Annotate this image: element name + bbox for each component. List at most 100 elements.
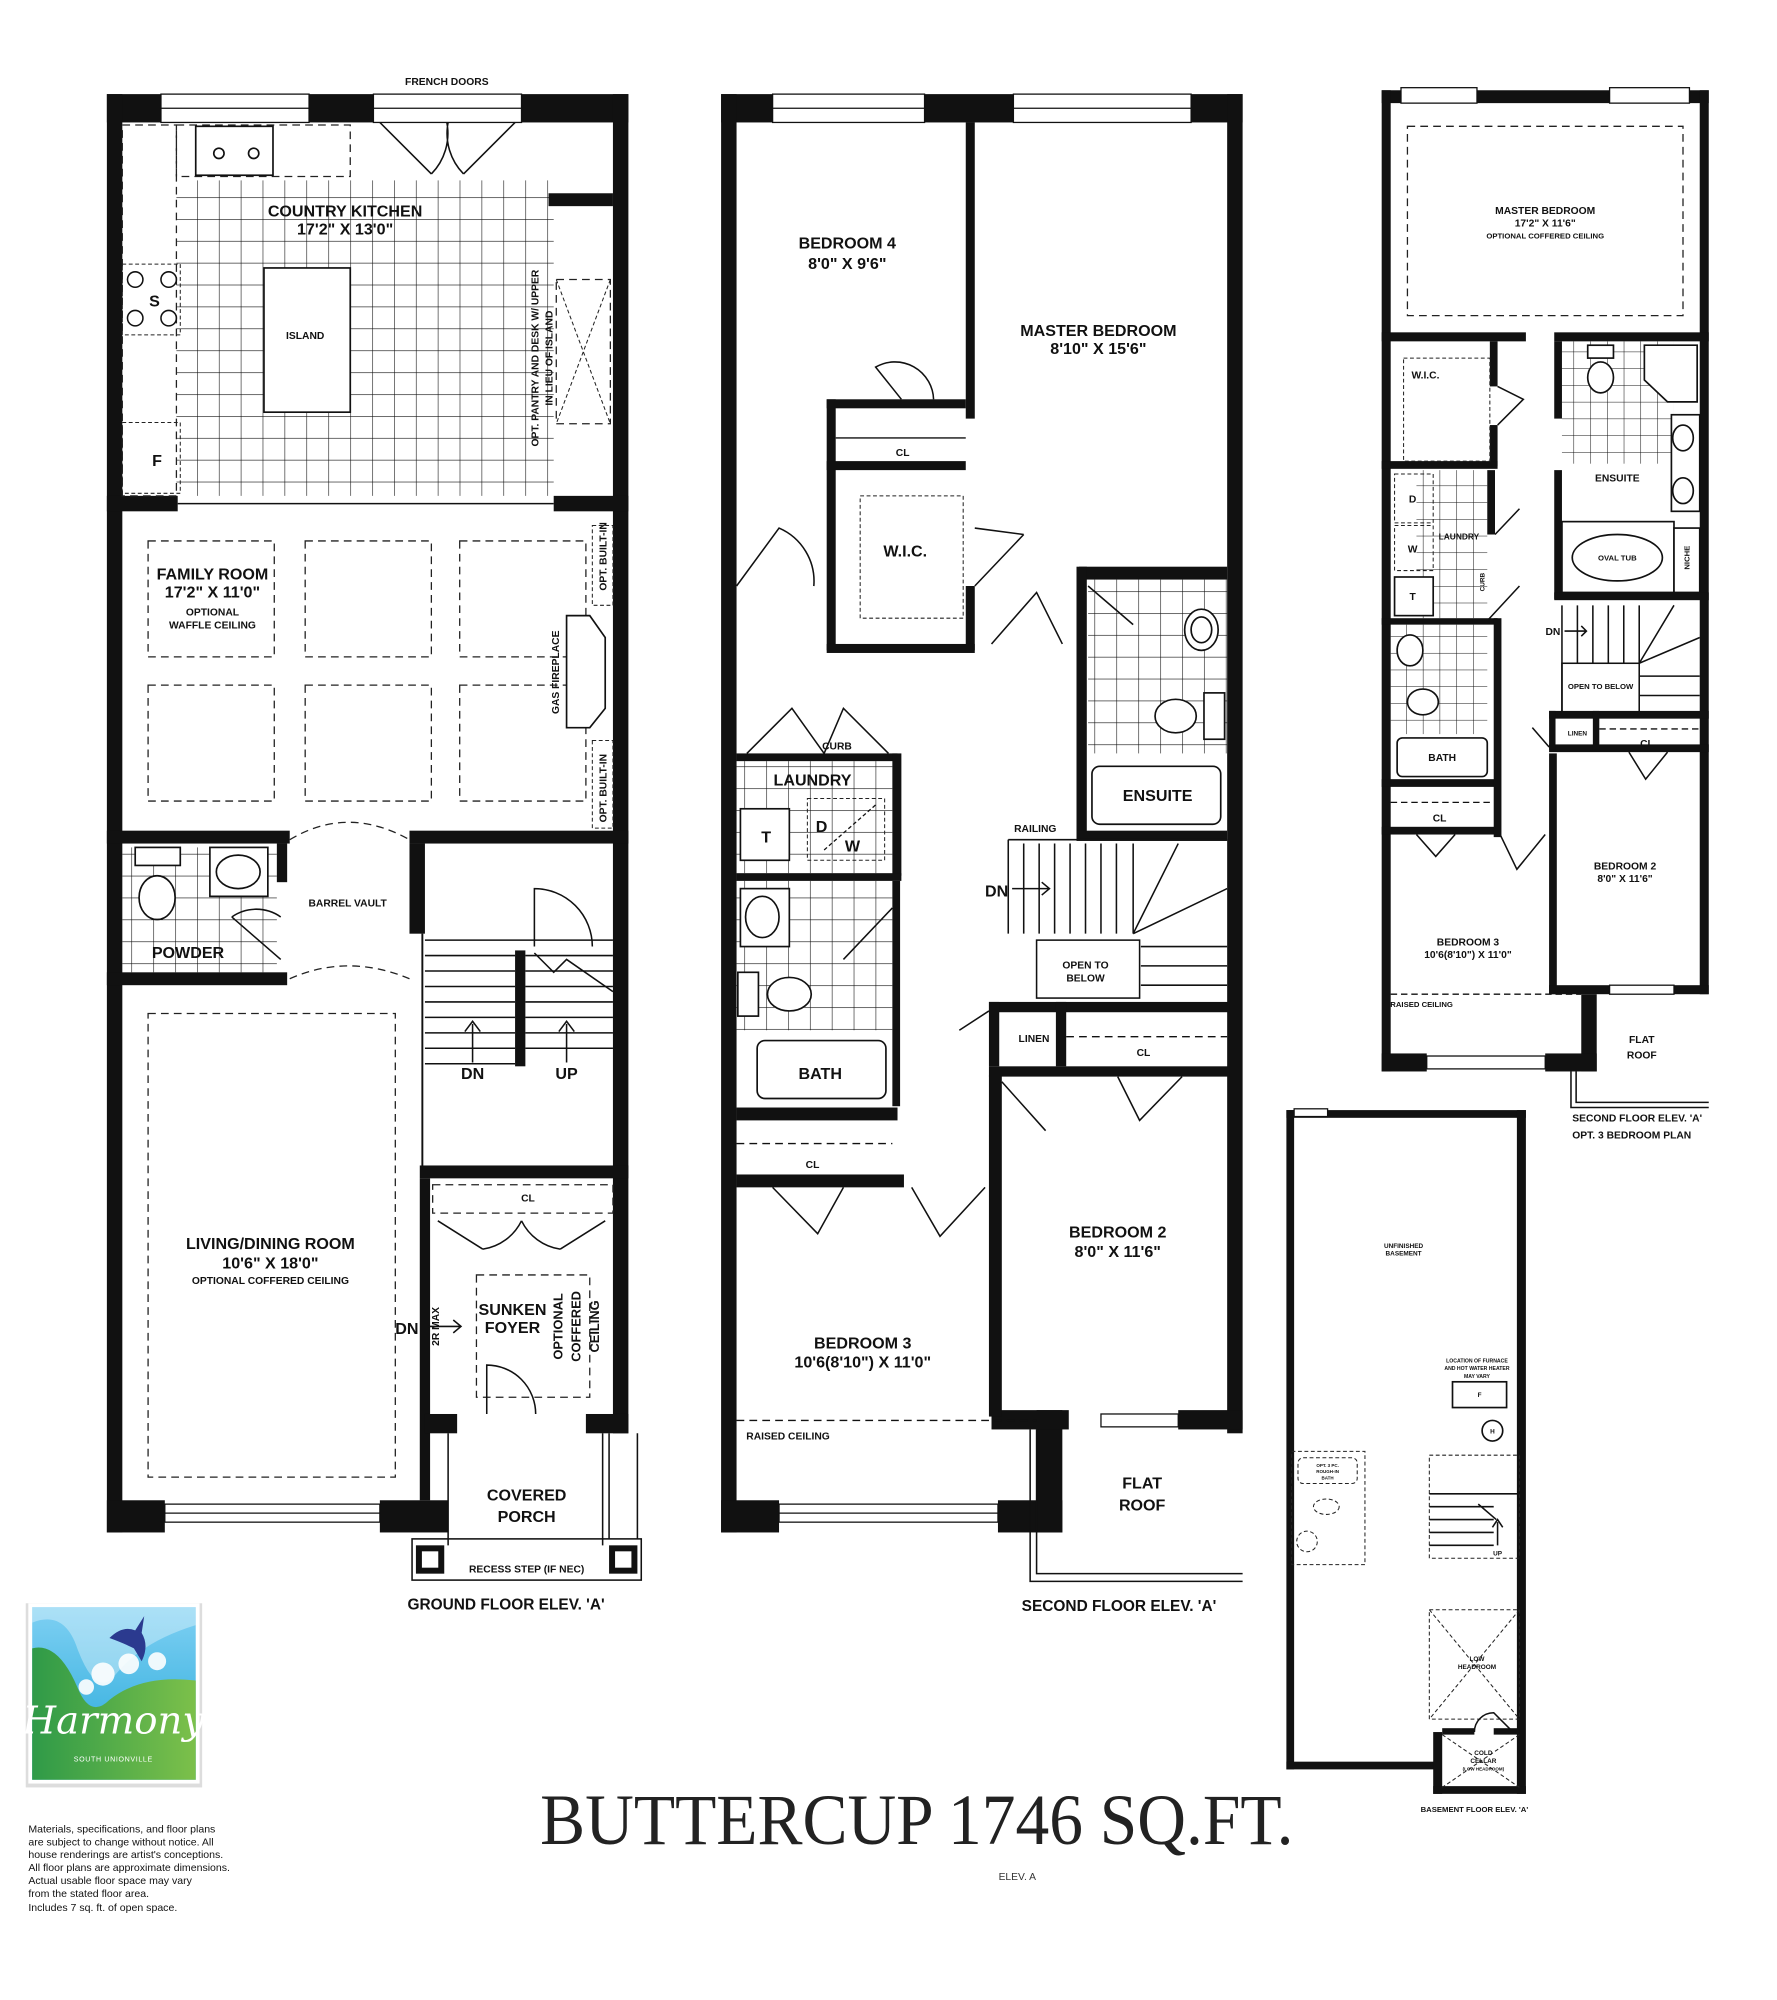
room-name-ensuite: ENSUITE [1123, 787, 1193, 805]
disclaimer-line: are subject to change without notice. Al… [28, 1836, 213, 1848]
fridge-label: F [152, 452, 162, 470]
second-floor-caption: SECOND FLOOR ELEV. 'A' [1022, 1598, 1217, 1615]
opt-washer-label: W [1408, 545, 1418, 556]
hummingbird-icon [109, 1616, 146, 1662]
bedroom3-window [778, 1503, 999, 1523]
cold-cellar-label-2: CELLAR [1470, 1758, 1496, 1765]
basement-up-label: UP [1493, 1551, 1503, 1558]
opt-master-note: OPTIONAL COFFERED CEILING [1486, 231, 1604, 240]
room-size-family-room: 17'2" X 11'0" [165, 584, 260, 602]
opt-pantry [555, 278, 612, 425]
bathtub [756, 1039, 887, 1100]
kitchen-sink [194, 125, 274, 177]
elevation-label: ELEV. A [999, 1872, 1037, 1883]
riser-label: 2R MAX [431, 1307, 442, 1346]
opt-bath-label: BATH [1428, 753, 1456, 764]
opt-closet-label-2: CL [1433, 814, 1447, 825]
flat-roof-label-1: FLAT [1122, 1475, 1162, 1493]
closet-label-2: CL [1137, 1048, 1151, 1059]
porch-label-2: PORCH [498, 1508, 556, 1526]
plan-title: BUTTERCUP 1746 SQ.FT. [540, 1780, 1293, 1860]
closet-label-1: CL [896, 448, 910, 459]
foyer-dn-label: DN [395, 1320, 418, 1338]
disclaimer: Materials, specifications, and floor pla… [28, 1823, 230, 1914]
opt-room-size-master-bedroom: 17'2" X 11'6" [1515, 219, 1576, 230]
living-window [164, 1503, 381, 1523]
open-to-below-label-1: OPEN TO [1062, 960, 1108, 971]
second-stairs[interactable] [1007, 838, 1228, 999]
heater-label: H [1490, 1428, 1495, 1435]
basement-name-2: BASEMENT [1386, 1251, 1422, 1258]
disclaimer-line: All floor plans are approximate dimensio… [28, 1862, 230, 1874]
second-floor-plan: BEDROOM 4 8'0" X 9'6" MASTER BEDROOM 8'1… [721, 93, 1243, 1615]
room-name-bedroom-2: BEDROOM 2 [1069, 1224, 1166, 1242]
room-size-country-kitchen: 17'2" X 13'0" [297, 220, 393, 238]
room-name-family-room: FAMILY ROOM [157, 566, 269, 584]
waffle-ceiling [147, 540, 587, 802]
opt-built-in-label-1: OPT. BUILT-IN [598, 522, 609, 590]
disclaimer-line: house renderings are artist's conception… [28, 1849, 223, 1861]
railing-label: RAILING [1014, 824, 1056, 835]
french-doors [372, 93, 523, 175]
stair-up-label: UP [555, 1065, 578, 1083]
coffer-label-1: OPTIONAL [551, 1293, 566, 1360]
rough-in-label-3: BATH [1322, 1476, 1334, 1481]
bedroom4-window [771, 93, 926, 124]
stove-icon [121, 263, 181, 336]
opt-ensuite-label: ENSUITE [1595, 474, 1640, 485]
room-name-sunken: SUNKEN [479, 1301, 547, 1319]
room-name-bath: BATH [799, 1065, 842, 1083]
stove-label: S [149, 293, 160, 311]
barrel-vault-label: BARREL VAULT [308, 899, 387, 910]
curb-label: CURB [822, 742, 852, 753]
basement-caption: BASEMENT FLOOR ELEV. 'A' [1421, 1805, 1529, 1814]
opt-open-to-below-label: OPEN TO BELOW [1568, 682, 1634, 691]
master-window [1012, 93, 1192, 124]
dryer-label: D [816, 818, 828, 836]
basement-plan: UNFINISHED BASEMENT LOCATION OF FURNACE … [1286, 1108, 1529, 1814]
living-note: OPTIONAL COFFERED CEILING [192, 1276, 349, 1287]
laundry-tub-label: T [761, 828, 771, 846]
opt-wic-label: W.I.C. [1411, 371, 1439, 382]
opt-dn-label: DN [1546, 627, 1561, 638]
cold-cellar-label-3: (LOW HEADROOM) [1463, 1767, 1505, 1772]
linen-label: LINEN [1019, 1034, 1050, 1045]
opt-room-name-bedroom-2: BEDROOM 2 [1594, 861, 1657, 872]
foyer-closet-label: CL [521, 1194, 535, 1205]
opt-pantry-label-2: IN LIEU OF ISLAND [544, 311, 555, 406]
ground-stairs[interactable] [424, 939, 614, 1065]
coffer-label-3: CEILING [587, 1300, 602, 1352]
room-name-wic: W.I.C. [883, 542, 927, 560]
opt-room-size-bedroom-2: 8'0" X 11'6" [1597, 874, 1652, 885]
disclaimer-line: Includes 7 sq. ft. of open space. [28, 1902, 177, 1914]
porch-label-1: COVERED [487, 1486, 567, 1504]
open-to-below-label-2: BELOW [1066, 973, 1105, 984]
furnace-label: F [1478, 1392, 1482, 1399]
room-name-powder: POWDER [152, 944, 225, 962]
cold-cellar-label-1: COLD [1474, 1750, 1493, 1757]
opt-room-name-master-bedroom: MASTER BEDROOM [1495, 206, 1595, 217]
disclaimer-line: from the stated floor area. [28, 1888, 149, 1900]
rough-in-label-2: ROUGH-IN [1316, 1469, 1339, 1474]
room-size-bedroom-3: 10'6(8'10") X 11'0" [794, 1354, 931, 1372]
bath-sink [739, 887, 791, 948]
opt-laundry-tub-label: T [1409, 592, 1416, 603]
powder-sink [209, 846, 269, 898]
opt-closet-label-1: CL [1640, 739, 1654, 750]
covered-porch [411, 1433, 643, 1581]
rough-in-label-1: OPT. 3 PC. [1316, 1463, 1339, 1468]
washer-label: W [845, 837, 861, 855]
opt-room-name-bedroom-3: BEDROOM 3 [1437, 937, 1500, 948]
low-headroom-label-2: HEADROOM [1458, 1664, 1496, 1671]
french-doors-label: FRENCH DOORS [405, 77, 489, 88]
furnace-note-2: AND HOT WATER HEATER [1444, 1366, 1509, 1372]
opt-flat-roof-label-2: ROOF [1627, 1051, 1657, 1062]
opt-linen-label: LINEN [1568, 730, 1588, 737]
stair-dn-label: DN [985, 882, 1008, 900]
room-size-master-bedroom: 8'10" X 15'6" [1050, 340, 1146, 358]
powder-toilet [134, 846, 182, 921]
recess-step-label: RECESS STEP (IF NEC) [469, 1564, 584, 1575]
flat-roof-label-2: ROOF [1119, 1497, 1166, 1515]
ground-floor-caption: GROUND FLOOR ELEV. 'A' [407, 1597, 604, 1614]
